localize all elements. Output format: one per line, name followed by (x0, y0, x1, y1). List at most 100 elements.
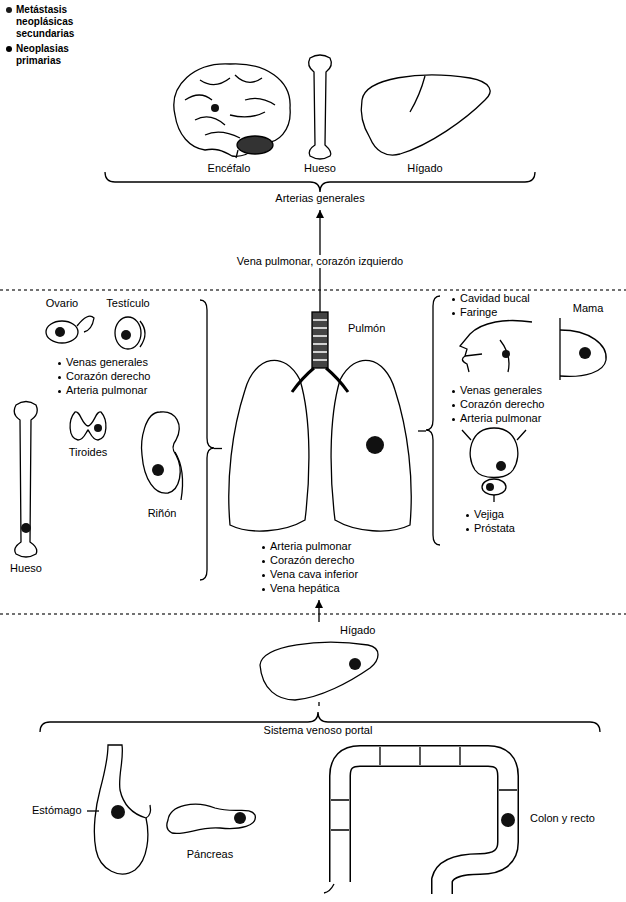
organ-label: Sistema venoso portal (261, 724, 376, 737)
ureter (175, 452, 183, 500)
liver-figure (361, 75, 490, 155)
tumor-dot (121, 330, 131, 340)
lung-figure (229, 312, 411, 531)
organ-label: Hueso (10, 562, 42, 575)
organ-label: Mama (573, 302, 604, 315)
arrow-head (315, 600, 323, 608)
organ-label: Encéfalo (208, 162, 251, 175)
organ-label: Pulmón (348, 322, 385, 335)
tumor-dot (486, 483, 494, 491)
head-figure (460, 321, 532, 373)
tumor-dot (211, 104, 219, 112)
tumor-dot (501, 813, 515, 827)
fallopian-tube (77, 316, 94, 332)
tumor-dot (496, 461, 506, 471)
urethra (493, 495, 494, 502)
portal-band: Sistema venoso portalEstómagoPáncreas Col… (20, 706, 616, 900)
bladder-outline (470, 428, 518, 478)
brain-stem (236, 150, 238, 158)
vessel-label: Vena hepática (262, 582, 340, 595)
head-profile (460, 321, 532, 373)
organ-node: Cavidad bucalFaringe (444, 290, 544, 374)
organ-label: Colon y recto (530, 812, 595, 825)
legend-swatch (6, 46, 12, 52)
organ-label: Ovario (46, 297, 78, 310)
organ-label: Arterias generales (272, 192, 367, 205)
list-item: Corazón derecho (452, 398, 544, 411)
trachea-rings (313, 320, 327, 360)
tumor-dot (21, 523, 31, 533)
trachea (312, 312, 328, 368)
legend-text: Metástasis neoplásicas secundarias (16, 4, 90, 40)
organ-label: Hueso (304, 162, 336, 175)
connector (418, 430, 426, 431)
vessel-label: Vena cava inferior (262, 568, 358, 581)
epididymis (140, 321, 145, 347)
list-item: Próstata (466, 522, 515, 535)
brace (426, 296, 440, 545)
bone-figure (309, 55, 332, 159)
cerebellum (237, 136, 273, 154)
organ-label: Hígado (407, 162, 442, 175)
list-item: Faringe (452, 306, 497, 319)
tumor-dot (152, 464, 164, 476)
list-item: Venas generales (452, 384, 542, 397)
tumor-dot (349, 658, 361, 670)
prostate (482, 479, 506, 495)
tumor-dot (502, 350, 510, 358)
section-divider (0, 613, 626, 614)
vessel-label: Arteria pulmonar (262, 540, 351, 553)
colon-haustra (331, 747, 517, 830)
organ-group: Venas generalesCorazón derechoArteria pu… (8, 296, 214, 585)
organ-label: Testículo (106, 297, 149, 310)
legend-row: Neoplasias primarias (6, 43, 90, 67)
ovary-outline (46, 321, 78, 343)
legend-row: Metástasis neoplásicas secundarias (6, 4, 90, 40)
organ-node: Hígado (255, 622, 383, 702)
breast-outline (560, 330, 606, 376)
organ-group: Venas generalesCorazón derechoArteria pu… (426, 290, 620, 550)
brace (200, 300, 214, 580)
section-divider (0, 289, 626, 290)
bracket (105, 172, 535, 192)
organ-node: Páncreas (160, 790, 260, 866)
legend-swatch (6, 7, 12, 13)
arrow-head (316, 210, 324, 218)
organ-node: Ovario (36, 296, 98, 350)
list-item: Vejiga (466, 508, 504, 521)
organ-node: Hígado (352, 52, 498, 177)
liver-outline (260, 642, 378, 700)
bladder-figure (462, 428, 526, 502)
thyroid-figure (70, 412, 106, 440)
organ-node: Riñón (130, 405, 200, 525)
bone-outline (14, 402, 37, 558)
ureters (462, 430, 526, 440)
organ-label: Riñón (148, 507, 177, 520)
chest-line (559, 318, 560, 380)
tumor-dot (579, 347, 591, 359)
organ-node: Estómago (28, 742, 152, 882)
tumor-dot (94, 424, 102, 432)
organ-node: Colon y recto (300, 738, 614, 898)
colon-lumen (340, 756, 508, 895)
testis-figure (115, 317, 145, 349)
tumor-dot (55, 327, 65, 337)
organ-node: Hueso (298, 52, 342, 177)
brain-figure (174, 64, 290, 158)
list-item: Corazón derecho (58, 370, 150, 383)
vessel-label: Corazón derecho (262, 554, 354, 567)
breast-figure (560, 318, 606, 380)
organ-node: Encéfalo (165, 52, 295, 177)
legend-text: Neoplasias primarias (16, 43, 90, 67)
connector (318, 702, 319, 706)
tumor-dot (366, 436, 384, 454)
appendix (324, 884, 334, 893)
colon-outline (340, 756, 508, 894)
organ-label: Hígado (340, 624, 375, 637)
ovary-figure (46, 316, 94, 343)
liver-outline (361, 75, 490, 155)
tumor-dot (111, 805, 125, 819)
organ-node: Mama (548, 300, 618, 382)
testis-outline (115, 317, 141, 349)
